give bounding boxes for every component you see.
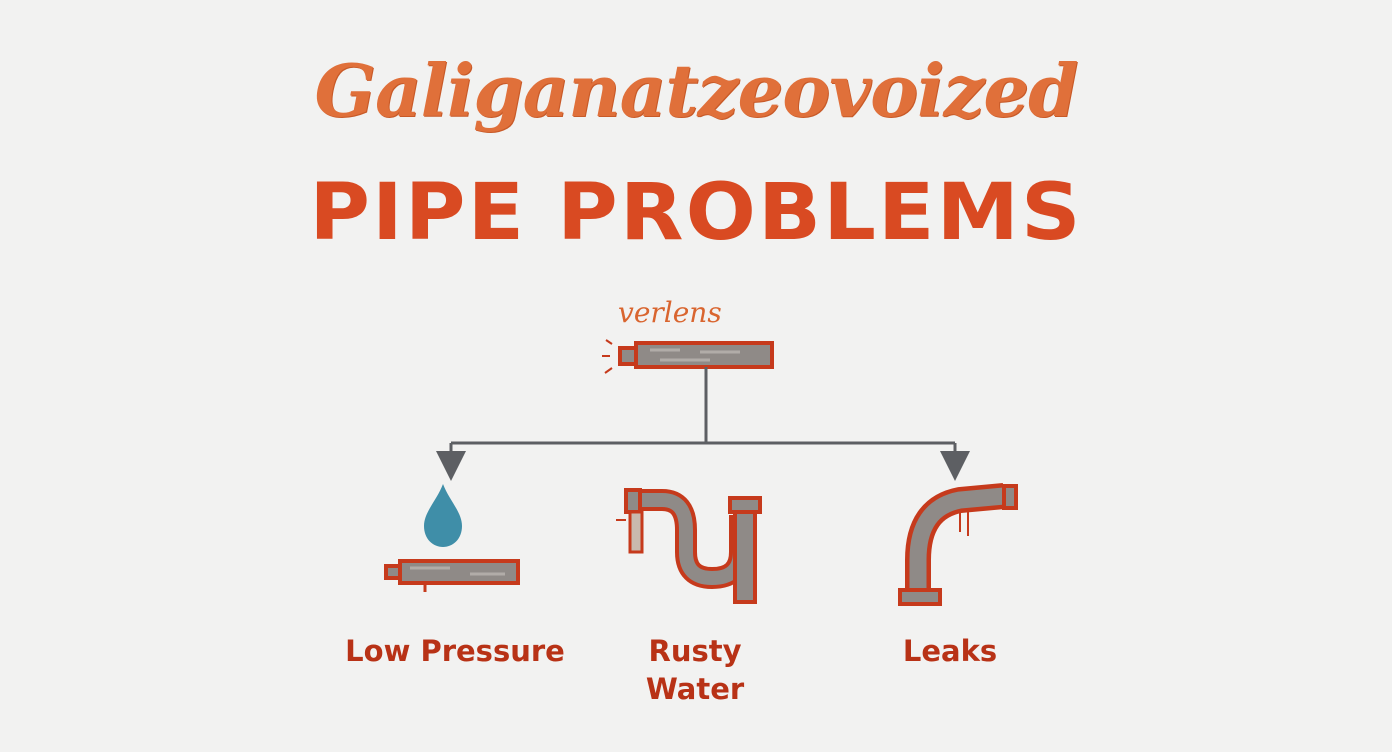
label-leaks: Leaks <box>902 634 998 668</box>
root-caption: verlens <box>618 296 722 329</box>
p-trap-pipe-icon <box>616 488 762 604</box>
bent-pipe-icon <box>898 483 1018 606</box>
root-pipe-icon <box>602 339 774 374</box>
water-drop-icon <box>424 484 462 547</box>
label-low-pressure: Low Pressure <box>345 634 565 668</box>
main-title: PIPE PROBLEMS <box>309 168 1083 258</box>
straight-pipe-icon <box>384 559 520 592</box>
connector-tree <box>436 367 970 481</box>
script-title: Galiganatzeovoized <box>314 48 1078 133</box>
